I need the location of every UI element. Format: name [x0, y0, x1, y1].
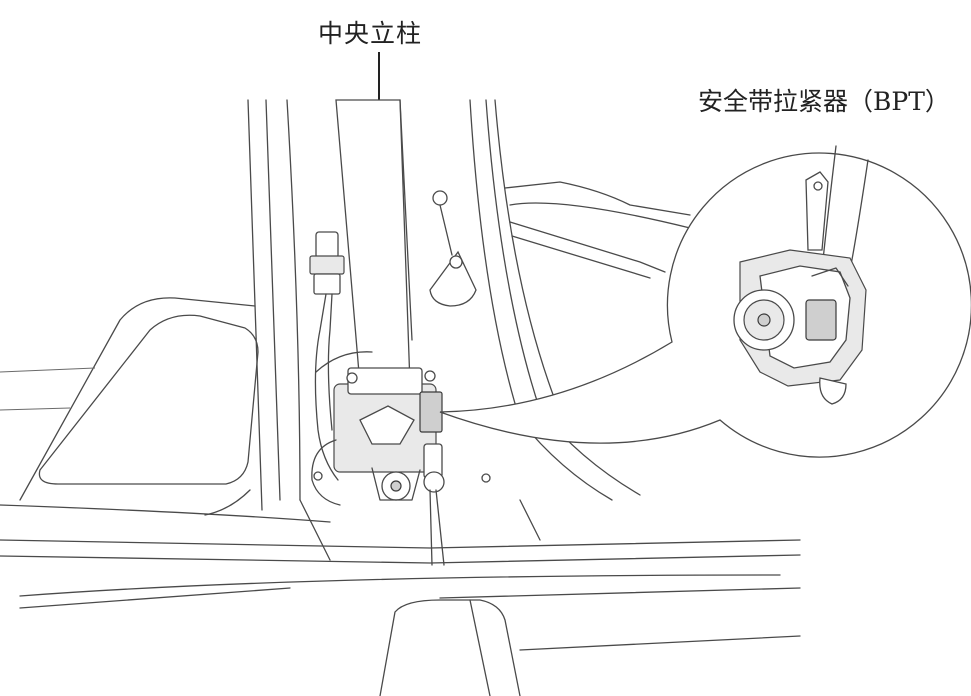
- right-door-frame: [504, 181, 691, 279]
- center-pillar-label: 中央立柱: [318, 19, 423, 48]
- seatbelt-pretensioner-label: 安全带拉紧器（BPT）: [698, 87, 950, 116]
- upper-anchor-bracket: [429, 190, 477, 307]
- sill-structure: [0, 471, 801, 696]
- b-pillar-outline: [247, 99, 641, 511]
- sensor-connector: [309, 231, 345, 481]
- magnified-pretensioner: [733, 145, 869, 405]
- callout-bubble: [439, 152, 971, 458]
- seatbelt-webbing: [335, 99, 413, 386]
- left-door-window: [0, 297, 259, 516]
- pretensioner-assembly: [311, 351, 445, 566]
